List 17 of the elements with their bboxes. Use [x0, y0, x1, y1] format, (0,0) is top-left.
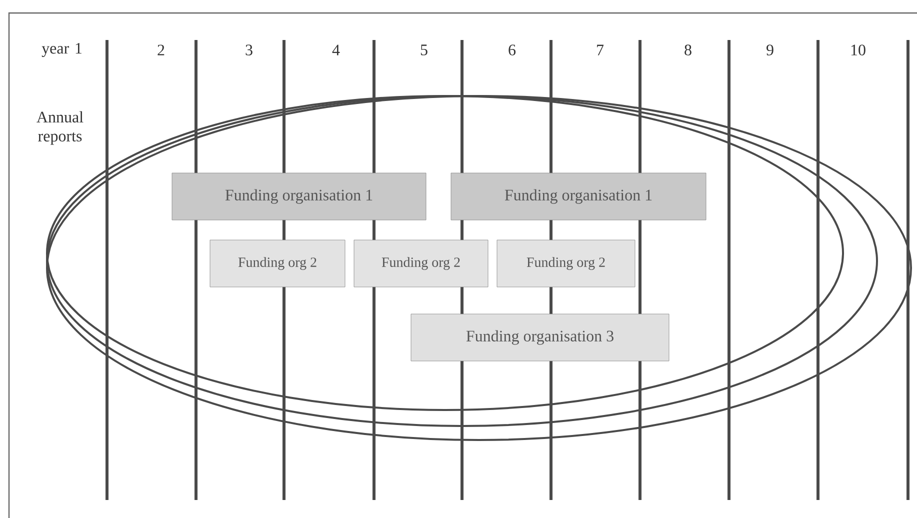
year-label: 10 — [851, 44, 866, 56]
year-label: 4 — [332, 44, 340, 56]
year-label: 8 — [684, 44, 692, 56]
year-label: 5 — [420, 44, 428, 56]
row-label: Annual reports — [36, 111, 84, 145]
funding-box: Funding org 2 — [496, 240, 636, 288]
year-label: 2 — [158, 44, 164, 56]
funding-box: Funding org 2 — [354, 240, 488, 288]
year-label: 9 — [766, 44, 774, 56]
funding-box: Funding organisation 1 — [172, 172, 426, 220]
funding-box: Funding organisation 1 — [450, 172, 706, 220]
year-label: year 1 — [42, 43, 82, 57]
year-label: 7 — [597, 44, 604, 56]
funding-box: Funding org 2 — [210, 240, 346, 288]
year-label: 3 — [246, 44, 252, 56]
year-label: 6 — [508, 44, 516, 56]
funding-box: Funding organisation 3 — [410, 314, 670, 362]
